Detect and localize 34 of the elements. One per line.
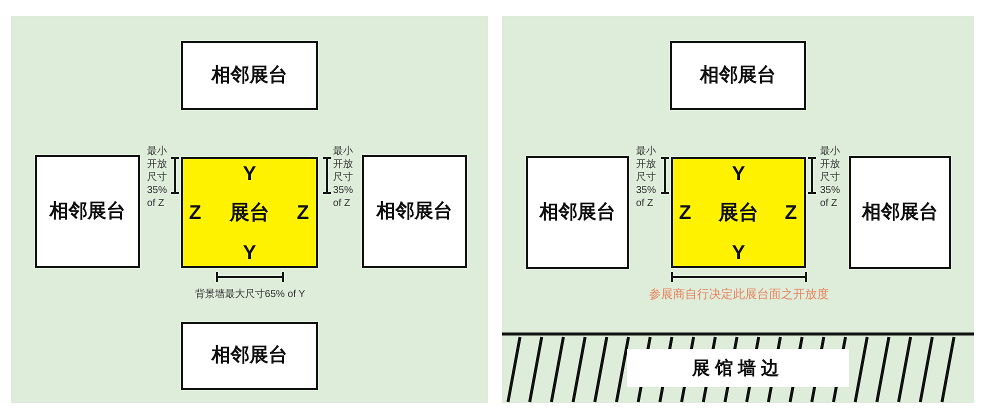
neighbor-booth-box [362, 155, 467, 268]
dimension-letter: Y [242, 162, 256, 186]
dimension-letter: Y [732, 241, 746, 265]
neighbor-booth-box [181, 41, 318, 110]
dimension-label: 最小开放尺寸35% of Z [147, 145, 168, 210]
dimension-letter: Y [732, 162, 746, 186]
dimension-letter: Z [296, 200, 309, 224]
dimension-letter: Z [189, 200, 202, 224]
neighbor-booth-box [181, 322, 318, 390]
booth-label: 相邻展台 [212, 344, 288, 368]
booth-label: 相邻展台 [700, 64, 776, 88]
note-label: 参展商自行决定此展台面之开放度 [649, 286, 829, 302]
booth-label: 相邻展台 [540, 200, 616, 224]
booth-label: 展台 [230, 200, 270, 224]
dimension-label: 最小开放尺寸35% of Z [333, 145, 354, 210]
dimension-label: 最小开放尺寸35% of Z [820, 145, 842, 210]
booth-label: 展台 [718, 200, 758, 224]
dimension-label: 最小开放尺寸35% of Z [636, 145, 658, 210]
booth-label: 相邻展台 [376, 200, 452, 224]
booth-label: 相邻展台 [212, 64, 288, 88]
booth-box [181, 157, 318, 268]
dimension-letter: Z [784, 200, 797, 224]
booth-box [671, 157, 806, 268]
dimension-label: 背景墙最大尺寸65% of Y [194, 288, 306, 302]
booth-label: 相邻展台 [862, 200, 938, 224]
dimension-letter: Y [242, 241, 256, 265]
booth-label: 相邻展台 [50, 200, 126, 224]
wall-label-box [627, 349, 849, 387]
neighbor-booth-box [526, 156, 629, 269]
neighbor-booth-box [849, 156, 951, 269]
dimension-letter: Z [679, 200, 692, 224]
neighbor-booth-box [35, 155, 140, 268]
neighbor-booth-box [670, 41, 806, 110]
wall-label: 展馆墙边 [692, 356, 784, 380]
